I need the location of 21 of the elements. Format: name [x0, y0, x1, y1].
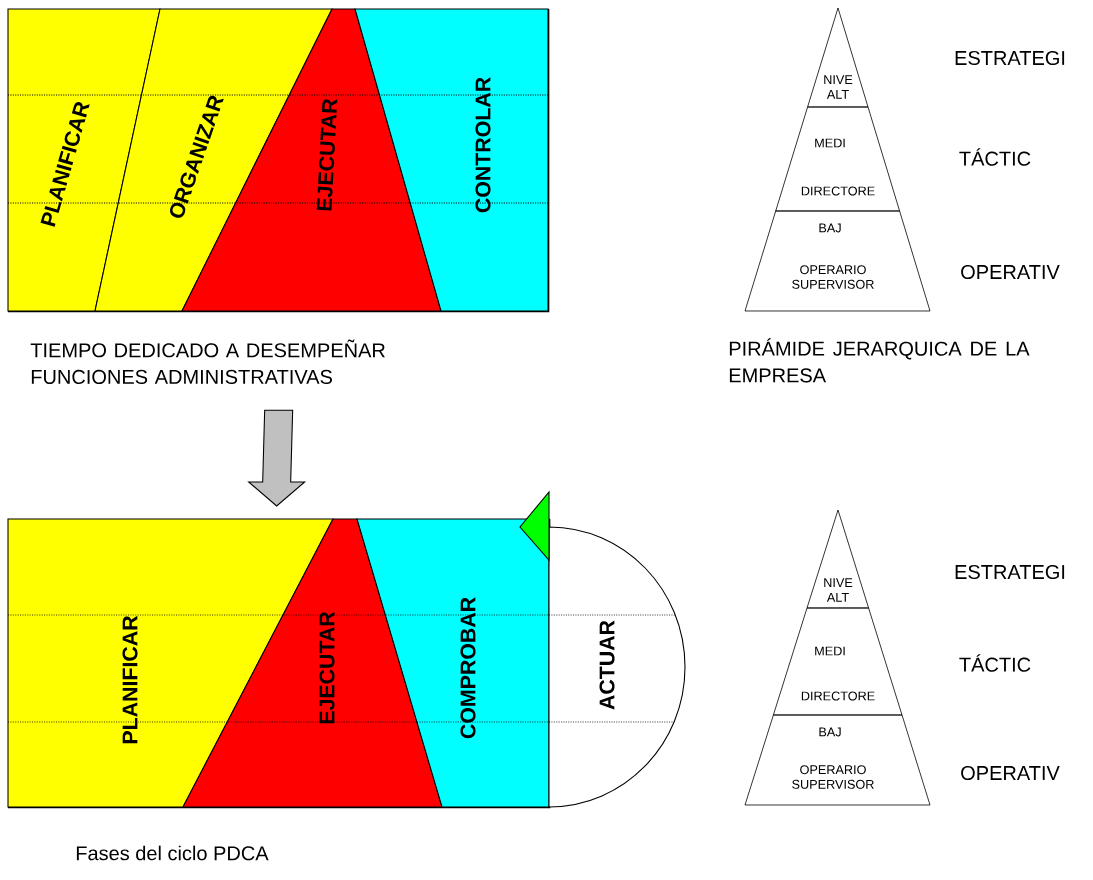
phase-region: CONTROLAR [354, 8, 549, 312]
block-arrow [247, 409, 307, 507]
phase-region: COMPROBAR [356, 518, 550, 808]
pyramid-band: MEDI DIRECTORE [773, 607, 903, 716]
pyramid-band: NIVE ALT [806, 509, 869, 609]
level-label: OPERATIV [961, 765, 1060, 781]
level-label: TÁCTIC [959, 148, 1031, 166]
phase-region: ACTUAR [548, 526, 686, 808]
pyramid-band: NIVE ALT [807, 7, 869, 108]
description-text: TIEMPO DEDICADO A DESEMPEÑAR FUNCIONES ADMINISTRATIVAS [30, 339, 385, 384]
phase-region: EJECUTAR [182, 518, 443, 808]
level-label: OPERATIV [961, 264, 1060, 280]
node-label: ACTUAR [599, 620, 615, 710]
level-label: ESTRATEGI [955, 50, 1065, 66]
level-label: ESTRATEGI [955, 564, 1065, 580]
pyramid-band: BAJ OPERARIO SUPERVISOR [744, 714, 931, 806]
pyramid-band: BAJ OPERARIO SUPERVISOR [744, 210, 931, 312]
pyramid-band: MEDI DIRECTORE [775, 106, 900, 212]
caption: Fases del ciclo PDCA [76, 845, 269, 861]
level-label: TÁCTIC [959, 654, 1031, 672]
caption: PIRÁMIDE JERARQUICA DE LA EMPRESA [729, 338, 1030, 383]
